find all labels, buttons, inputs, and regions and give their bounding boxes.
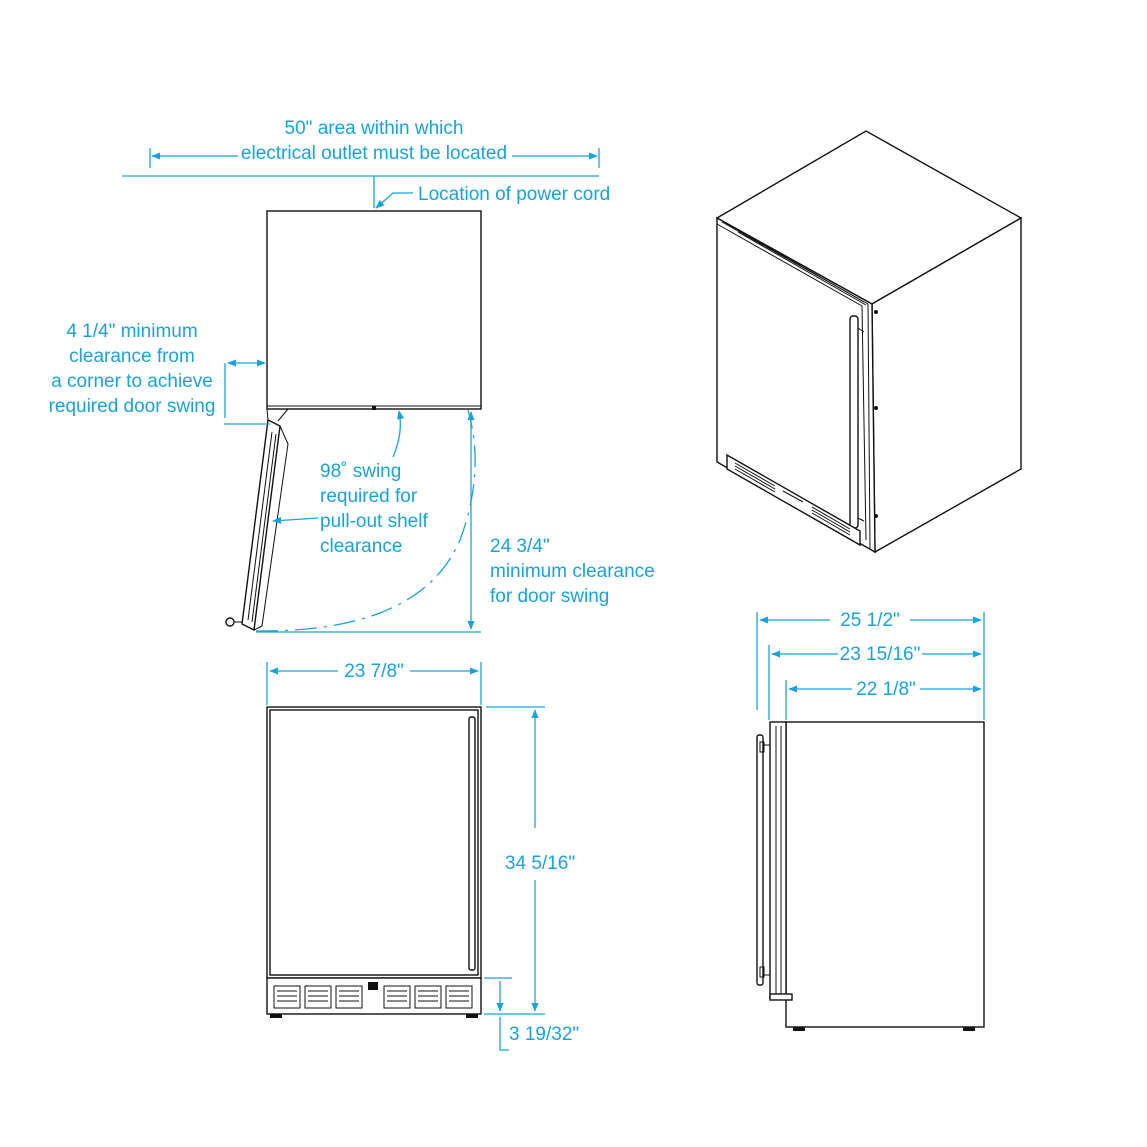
corner-clearance-line1: 4 1/4" minimum [66, 321, 197, 342]
cabinet-top-view [266, 210, 482, 410]
front-height-label: 34 5/16" [505, 853, 575, 874]
svg-text:for door swing: for door swing [490, 586, 609, 607]
toe-kick-dimension: 3 19/32" [484, 977, 579, 1051]
side-door [769, 721, 787, 999]
front-door-handle [468, 716, 476, 971]
front-width-label: 23 7/8" [344, 661, 404, 682]
svg-text:clearance: clearance [320, 536, 402, 557]
corner-clearance-line4: required door swing [49, 396, 216, 417]
corner-clearance-line2: clearance from [69, 346, 195, 367]
toe-kick-label: 3 19/32" [509, 1024, 579, 1045]
power-cord-leader: Location of power cord [373, 176, 610, 209]
outlet-area-label-line1: 50" area within which [285, 118, 464, 139]
side-depth-dimensions: 25 1/2" 23 15/16" 22 1/8" [756, 610, 985, 720]
top-view: 50" area within which electrical outlet … [49, 118, 655, 633]
front-view: 23 7/8" 34 5/16" [266, 661, 579, 1051]
side-handle [756, 734, 764, 986]
power-cord-label: Location of power cord [418, 184, 610, 205]
svg-text:pull-out shelf: pull-out shelf [320, 511, 428, 532]
corner-clearance-line3: a corner to achieve [51, 371, 213, 392]
toe-kick-grille [266, 977, 482, 1015]
svg-text:24 3/4": 24 3/4" [490, 536, 550, 557]
svg-text:minimum clearance: minimum clearance [490, 561, 655, 582]
corner-clearance-dimension: 4 1/4" minimum clearance from a corner t… [49, 321, 266, 418]
depth-door-label: 23 15/16" [840, 644, 921, 665]
depth-overall-label: 25 1/2" [840, 610, 900, 631]
svg-text:98˚ swing: 98˚ swing [320, 461, 401, 482]
door-clearance-dimension: 24 3/4" minimum clearance for door swing [256, 411, 655, 633]
side-view: 25 1/2" 23 15/16" 22 1/8" [756, 610, 985, 1031]
outlet-area-dimension: 50" area within which electrical outlet … [122, 118, 600, 177]
iso-door-handle [849, 315, 859, 529]
outlet-area-label-line2: electrical outlet must be located [241, 143, 507, 164]
depth-cabinet-label: 22 1/8" [856, 679, 916, 700]
open-door [225, 408, 289, 632]
swing-arc [255, 409, 476, 632]
svg-text:required for: required for [320, 486, 418, 507]
front-width-dimension: 23 7/8" [266, 661, 482, 705]
front-height-dimension: 34 5/16" [486, 706, 575, 1012]
side-cabinet [785, 721, 985, 1028]
swing-label: 98˚ swing required for pull-out shelf cl… [320, 461, 428, 557]
isometric-view [715, 130, 1023, 554]
